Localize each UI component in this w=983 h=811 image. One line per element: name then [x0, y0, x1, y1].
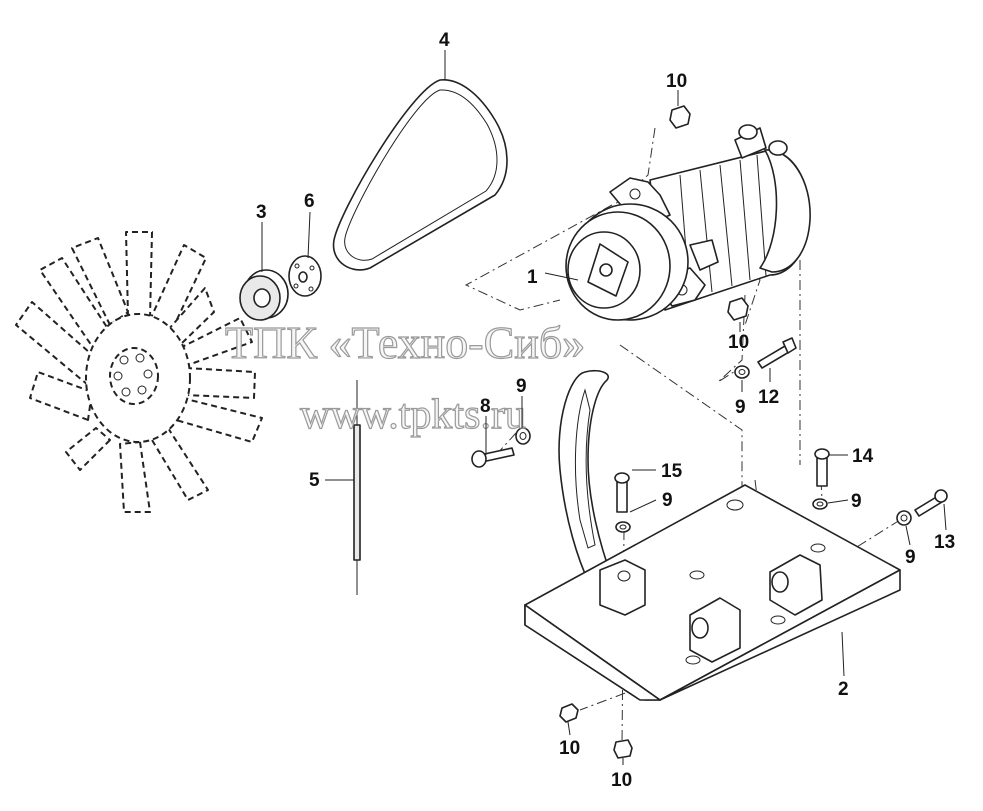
callout-6: 6 — [304, 191, 315, 212]
watermark-url: www.tpkts.ru — [300, 392, 526, 438]
callout-9a: 9 — [516, 376, 527, 397]
fan-hub-bolts — [113, 353, 153, 397]
callout-10c: 10 — [559, 738, 580, 759]
watermark-company: ТПК «Техно-Сиб» — [225, 317, 585, 368]
callout-5: 5 — [309, 470, 320, 491]
leader-lines — [261, 50, 947, 765]
spacer-3 — [239, 269, 289, 321]
callout-10d: 10 — [611, 770, 632, 791]
callout-9b: 9 — [735, 397, 746, 418]
callout-9d: 9 — [851, 491, 862, 512]
rod-5 — [353, 380, 361, 595]
callout-2: 2 — [838, 679, 849, 700]
callout-14: 14 — [852, 446, 874, 467]
callout-4: 4 — [439, 30, 450, 51]
callout-numbers: 1 2 3 4 5 6 8 9 9 9 9 9 10 10 10 10 12 1… — [256, 30, 955, 791]
callout-9e: 9 — [905, 547, 916, 568]
drive-belt-4 — [332, 79, 508, 271]
ac-compressor-1 — [565, 124, 811, 321]
mounting-plate-2 — [524, 484, 901, 701]
callout-13: 13 — [934, 532, 955, 553]
fan-outline — [15, 231, 263, 513]
callout-1: 1 — [527, 267, 538, 288]
watermark: ТПК «Техно-Сиб» www.tpkts.ru — [224, 316, 585, 438]
callout-9c: 9 — [662, 490, 673, 511]
fasteners — [471, 105, 948, 759]
callout-10a: 10 — [666, 71, 687, 92]
flange-6 — [288, 255, 322, 297]
callout-3: 3 — [256, 202, 267, 223]
callout-15: 15 — [661, 461, 683, 482]
callout-8: 8 — [480, 396, 491, 417]
callout-12: 12 — [758, 387, 779, 408]
callout-10b: 10 — [728, 332, 749, 353]
